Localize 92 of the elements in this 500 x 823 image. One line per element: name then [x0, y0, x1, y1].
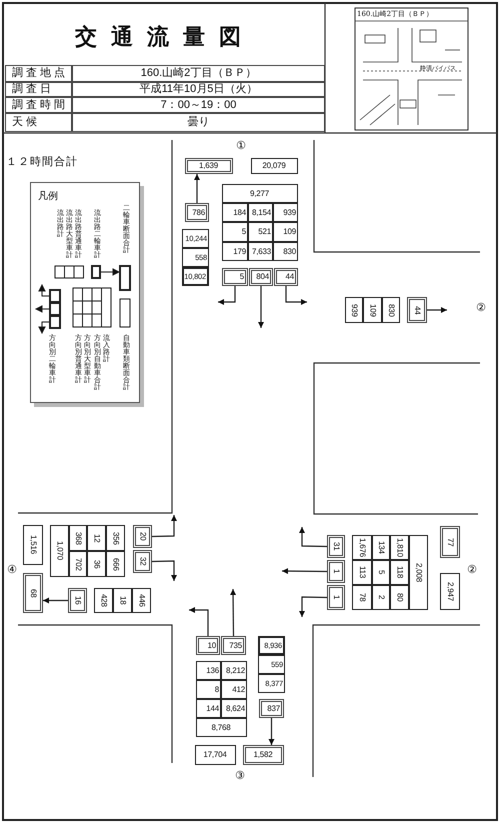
count-cell: 830 [382, 297, 400, 323]
count-cell: 428 [94, 588, 113, 613]
total-box: 20,079 [251, 158, 298, 174]
title: 交通流量図 [74, 23, 256, 51]
section-heading: １２時間合計 [6, 155, 79, 169]
arrow [152, 515, 177, 538]
header-value: 曇り [72, 113, 325, 132]
count-box: 1,582 [243, 745, 284, 765]
count-cell: 1,676 [352, 535, 372, 560]
arrow [230, 589, 236, 636]
legend-title: 凡例 [38, 190, 59, 203]
count-box: 44 [274, 268, 298, 286]
count-box: 1,639 [185, 158, 233, 174]
arrow [268, 718, 274, 745]
count-cell: 12 [87, 525, 106, 551]
count-cell: 8,154 [248, 203, 273, 222]
count-cell: 144 [196, 699, 221, 718]
count-cell: 521 [248, 222, 273, 242]
count-cell: 5 [372, 560, 390, 585]
count-cell: 134 [372, 535, 390, 560]
count-cell: 109 [273, 222, 298, 242]
arrow [43, 598, 68, 604]
header-value: 7：00～19：00 [72, 97, 325, 113]
count-cell: 8,768 [196, 718, 247, 737]
header-value: 160.山崎2丁目（ＢＰ） [72, 65, 325, 82]
count-cell: 830 [273, 242, 298, 261]
count-cell: 702 [69, 551, 87, 577]
approach-number: ④ [6, 563, 18, 577]
approach-number: ① [235, 139, 247, 153]
count-cell: 113 [352, 560, 372, 585]
arrow [189, 607, 209, 636]
arrow [258, 286, 264, 328]
count-cell: 2,008 [409, 535, 428, 610]
approach-number: ② [466, 563, 478, 577]
count-box: 16 [68, 588, 87, 613]
arrow [218, 286, 236, 305]
count-cell: 412 [221, 680, 247, 699]
count-cell: 356 [106, 525, 125, 551]
count-box: 837 [259, 699, 284, 718]
count-cell: 368 [69, 525, 87, 551]
arrow [194, 174, 200, 203]
count-cell: 109 [363, 297, 382, 323]
count-cell: 2 [372, 585, 390, 610]
count-cell: 8,624 [221, 699, 247, 718]
count-cell: 179 [222, 242, 248, 261]
count-cell: 80 [390, 585, 409, 610]
arrow [299, 596, 328, 617]
count-cell: 1,070 [50, 525, 69, 577]
count-cell: 939 [345, 297, 363, 323]
count-cell: 9,277 [222, 184, 298, 203]
count-box: 1 [327, 585, 345, 610]
arrow [427, 307, 447, 313]
count-cell: 939 [273, 203, 298, 222]
count-box: 31 [327, 535, 345, 558]
arrow [299, 527, 328, 548]
count-box: 804 [249, 268, 273, 286]
total-box: 2,947 [440, 573, 460, 610]
count-cell: 5 [222, 222, 248, 242]
arrow [282, 568, 327, 574]
count-cell: 184 [222, 203, 248, 222]
header-label: 天候 [5, 113, 72, 132]
count-box: 5 [222, 268, 248, 286]
arrow [152, 560, 177, 581]
count-box: 20 [133, 525, 152, 548]
arrow [285, 286, 307, 305]
count-box: 10 [196, 636, 220, 655]
count-cell: 7,633 [248, 242, 273, 261]
count-box: 1 [327, 560, 345, 583]
header-label: 調査日 [5, 82, 72, 97]
count-box: 735 [221, 636, 246, 655]
count-box: 77 [440, 526, 460, 558]
approach-number: ② [475, 301, 487, 315]
count-cell: 18 [113, 588, 132, 613]
header-label: 調査時間 [5, 97, 72, 113]
header-value: 平成11年10月5日（火） [72, 82, 325, 97]
total-box: 17,704 [195, 745, 236, 765]
count-box: 44 [407, 297, 427, 323]
count-cell: 36 [87, 551, 106, 577]
count-cell: 8,212 [221, 661, 247, 680]
count-cell: 118 [390, 560, 409, 585]
header-label: 調査地点 [5, 65, 72, 82]
count-box: 32 [133, 550, 152, 573]
count-cell: 8 [196, 680, 221, 699]
total-box: 1,516 [23, 525, 43, 565]
count-cell: 446 [132, 588, 151, 613]
approach-number: ③ [234, 769, 246, 783]
count-cell: 666 [106, 551, 125, 577]
count-cell: 1,810 [390, 535, 409, 560]
count-box: 786 [185, 203, 209, 222]
count-cell: 78 [352, 585, 372, 610]
count-box: 68 [23, 573, 43, 613]
count-cell: 136 [196, 661, 221, 680]
